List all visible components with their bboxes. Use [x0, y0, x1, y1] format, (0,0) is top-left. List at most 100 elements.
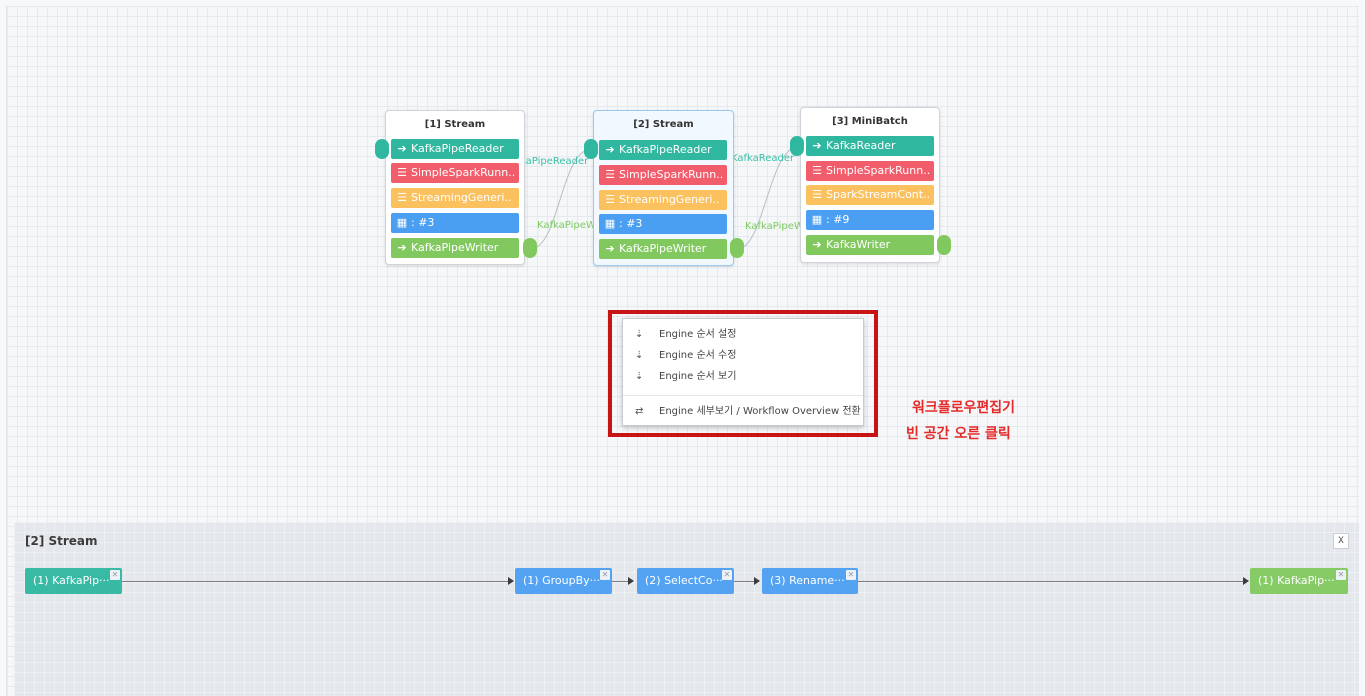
panel-title: [2] Stream	[25, 534, 98, 548]
flow-node[interactable]: (1) KafkaPip··· ✕	[25, 568, 122, 594]
engine-row-label: : #3	[619, 217, 643, 230]
engine-row-operators[interactable]: ▦: #3	[599, 214, 727, 234]
engine-row-label: StreamingGeneri..	[411, 191, 512, 204]
engine-row-reader[interactable]: ➔ KafkaReader	[806, 136, 934, 156]
link-label-writer: KafkaPipeWriter	[745, 221, 825, 232]
menu-item-toggle-view[interactable]: ⇄ Engine 세부보기 / Workflow Overview 전환	[623, 402, 863, 422]
flow-line	[122, 581, 512, 582]
input-port[interactable]	[375, 139, 389, 159]
annotation-subtitle: 빈 공간 오른 클릭	[906, 426, 1011, 442]
engine-row-writer[interactable]: ➔ KafkaPipeWriter	[391, 238, 519, 258]
remove-icon[interactable]: ✕	[110, 570, 120, 580]
flow-line	[612, 581, 628, 582]
grid-icon: ▦	[811, 213, 823, 226]
input-port[interactable]	[584, 139, 598, 159]
engine-title: [3] MiniBatch	[832, 116, 908, 127]
engine-row-writer[interactable]: ➔ KafkaPipeWriter	[599, 239, 727, 259]
reader-icon: ➔	[812, 139, 822, 152]
arrow-icon	[754, 577, 760, 585]
engine-row-label: SimpleSparkRunn..	[619, 168, 724, 181]
link-label-reader: KafkaReader	[731, 153, 795, 164]
engine-row-label: SimpleSparkRunn..	[411, 166, 516, 179]
engine-row-label: KafkaPipeReader	[619, 143, 712, 156]
menu-divider	[623, 395, 863, 396]
runner-icon: ☰	[605, 168, 615, 181]
switch-icon: ⇄	[635, 406, 644, 417]
input-port[interactable]	[790, 136, 804, 156]
flow-line	[734, 581, 754, 582]
menu-item-edit-order[interactable]: ⇣ Engine 순서 수정	[623, 346, 863, 366]
link-label-writer: KafkaPipeWriter	[537, 220, 617, 231]
menu-item-set-order[interactable]: ⇣ Engine 순서 설정	[623, 325, 863, 345]
engine-card[interactable]: [2] Stream ➔KafkaPipeReader ☰SimpleSpark…	[593, 110, 734, 266]
engine-row-runner[interactable]: ☰ SimpleSparkRunn..	[599, 165, 727, 185]
engine-title: [1] Stream	[424, 119, 486, 130]
engine-row-runner[interactable]: ☰ SimpleSparkRunn..	[806, 161, 934, 181]
writer-icon: ➔	[812, 238, 822, 251]
arrow-icon	[508, 577, 514, 585]
engine-row-reader[interactable]: ➔ KafkaPipeReader	[391, 139, 519, 159]
engine-detail-panel: [2] Stream X (1) KafkaPip··· ✕ (1) Group…	[14, 522, 1359, 696]
arrow-icon	[1243, 577, 1249, 585]
flow-node-label: (3) Rename···	[770, 574, 845, 587]
link-label-reader: KafkaPipeReader	[504, 156, 589, 167]
engine-row-controller[interactable]: ☰ StreamingGeneri..	[391, 188, 519, 208]
engine-row-label: SimpleSparkRunn..	[826, 164, 931, 177]
engine-row-label: SparkStreamCont..	[826, 188, 931, 201]
remove-icon[interactable]: ✕	[1336, 570, 1346, 580]
menu-item-label: Engine 세부보기 / Workflow Overview 전환	[659, 406, 861, 417]
engine-card[interactable]: [1] Stream ➔ KafkaPipeReader ☰ SimpleSpark…	[385, 110, 525, 265]
menu-item-label: Engine 순서 설정	[659, 329, 737, 340]
engine-row-label: KafkaPipeReader	[411, 142, 504, 155]
remove-icon[interactable]: ✕	[846, 570, 856, 580]
remove-icon[interactable]: ✕	[722, 570, 732, 580]
runner-icon: ☰	[812, 164, 822, 177]
flow-node[interactable]: (1) KafkaPip··· ✕	[1250, 568, 1348, 594]
output-port[interactable]	[523, 238, 537, 258]
engine-row-runner[interactable]: ☰ SimpleSparkRunn..	[391, 163, 519, 183]
engine-row-label: : #9	[826, 213, 850, 226]
runner-icon: ☰	[397, 166, 407, 179]
writer-icon: ➔	[397, 241, 407, 254]
controller-icon: ☰	[397, 191, 407, 204]
flow-node-label: (1) GroupBy···	[523, 574, 601, 587]
menu-item-view-order[interactable]: ⇣ Engine 순서 보기	[623, 367, 863, 387]
controller-icon: ☰	[605, 193, 615, 206]
engine-row-reader[interactable]: ➔ KafkaPipeReader	[599, 140, 727, 160]
flow-line	[858, 581, 1244, 582]
menu-item-label: Engine 순서 수정	[659, 350, 737, 361]
remove-icon[interactable]: ✕	[600, 570, 610, 580]
engine-row-controller[interactable]: ☰ SparkStreamCont..	[806, 185, 934, 205]
flow-node-label: (1) KafkaPip···	[1258, 574, 1335, 587]
engine-row-controller[interactable]: ☰StreamingGeneri..	[599, 190, 727, 210]
output-port[interactable]	[937, 235, 951, 255]
annotation-title: 워크플로우편집기	[912, 400, 1016, 416]
reader-icon: ➔	[605, 143, 615, 156]
engine-row-label: KafkaPipeWriter	[411, 241, 499, 254]
menu-item-label: Engine 순서 보기	[659, 371, 737, 382]
engine-row-label: KafkaReader	[826, 139, 896, 152]
writer-icon: ➔	[605, 242, 615, 255]
grid-icon: ▦	[604, 217, 616, 230]
highlight-frame	[608, 310, 878, 437]
sort-order-icon: ⇣	[635, 329, 644, 340]
flow-node[interactable]: (1) GroupBy··· ✕	[515, 568, 612, 594]
engine-row-writer[interactable]: ➔ KafkaWriter	[806, 235, 934, 255]
grid-icon: ▦	[396, 216, 408, 229]
flow-node-label: (1) KafkaPip···	[33, 574, 110, 587]
engine-row-label: : #3	[411, 216, 435, 229]
close-button[interactable]: X	[1333, 533, 1349, 549]
flow-node[interactable]: (2) SelectCo··· ✕	[637, 568, 734, 594]
engine-card[interactable]: [3] MiniBatch ➔ KafkaReader ☰ SimpleSparkR…	[800, 107, 940, 263]
engine-row-label: KafkaWriter	[826, 238, 891, 251]
engine-row-label: KafkaPipeWriter	[619, 242, 707, 255]
arrow-icon	[628, 577, 634, 585]
output-port[interactable]	[730, 238, 744, 258]
flow-node[interactable]: (3) Rename··· ✕	[762, 568, 858, 594]
engine-row-operators[interactable]: ▦: #3	[391, 213, 519, 233]
controller-icon: ☰	[812, 188, 822, 201]
engine-row-operators[interactable]: ▦: #9	[806, 210, 934, 230]
sort-order-icon: ⇣	[635, 371, 644, 382]
sort-order-icon: ⇣	[635, 350, 644, 361]
reader-icon: ➔	[397, 142, 407, 155]
